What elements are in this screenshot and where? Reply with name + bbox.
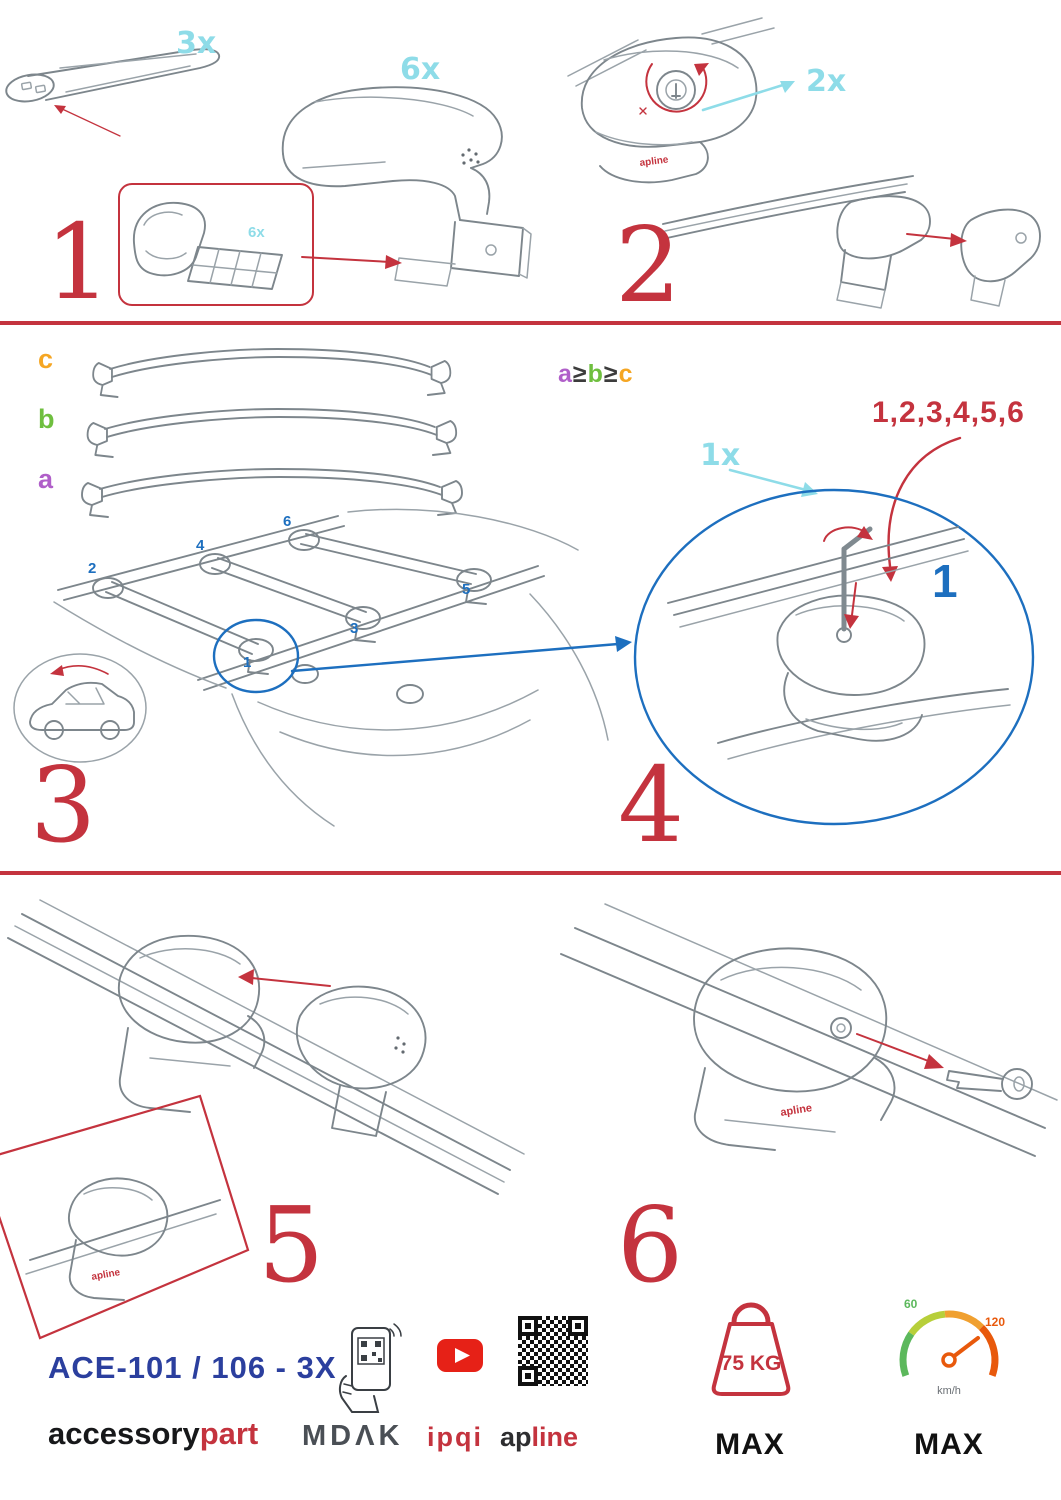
first-tighten-number: 1 <box>932 555 958 607</box>
position-number-5: 5 <box>462 581 471 598</box>
speed-high-label: 120 <box>985 1315 1005 1329</box>
rule-c: c <box>618 360 634 388</box>
position-number-4: 4 <box>196 537 205 554</box>
brand-mark-step6: apline <box>780 1102 813 1119</box>
brand-mark-step5: apline <box>91 1267 122 1283</box>
model-code: ACE-101 / 106 - 3X <box>48 1350 337 1385</box>
tightening-detail-illustration <box>633 488 1035 826</box>
lock-cylinder-icon <box>830 1017 852 1039</box>
section-divider-1 <box>0 321 1061 325</box>
mounted-bar-3 <box>288 529 492 605</box>
grip-texture <box>461 148 480 165</box>
rotation-arrow-icon <box>645 63 709 113</box>
step-3-number: 3 <box>30 744 97 866</box>
phone-qr-icon <box>338 1323 402 1413</box>
crossbar-b <box>86 408 458 458</box>
position-number-3: 3 <box>350 620 359 637</box>
rule-a: a <box>558 360 573 388</box>
roof-mounting-illustration <box>53 508 609 827</box>
grip-texture <box>394 1036 406 1054</box>
bar-label-c: c <box>38 344 54 374</box>
apline-logo-black: ap <box>500 1422 532 1452</box>
qty-label-tool: 1x <box>700 438 741 473</box>
highlight-circle-foot-1 <box>212 618 300 694</box>
foot-lock-illustration-step2: apline <box>567 17 775 184</box>
crossbars-stack-illustration <box>81 348 463 518</box>
qty-label-locks: 2x <box>806 64 847 99</box>
step-2-number: 2 <box>615 204 682 326</box>
mdak-logo: MDΛK <box>302 1420 404 1452</box>
cyan-arrow-tool <box>728 468 818 497</box>
car-inset-illustration <box>13 653 147 763</box>
rule-gte-1: ≥ <box>572 360 588 388</box>
pad-detail-inset: 6x <box>118 183 314 306</box>
qr-finder <box>518 1316 538 1336</box>
bar-label-b: b <box>38 404 55 434</box>
crossbar-a <box>81 468 463 518</box>
allen-key-icon <box>841 526 873 632</box>
brand-logo-black: accessory <box>48 1416 200 1451</box>
brand-logo: accessorypart <box>48 1418 258 1449</box>
position-number-2: 2 <box>88 560 97 577</box>
speed-unit-label: km/h <box>937 1385 961 1397</box>
keyhole-icon <box>671 83 681 99</box>
red-arrow-key <box>856 1033 944 1069</box>
speed-low-label: 60 <box>904 1297 918 1311</box>
qr-code <box>518 1316 588 1386</box>
mounted-foot-inset-step5: apline <box>0 1094 250 1340</box>
size-rule: a≥b≥c <box>558 362 634 387</box>
tightening-sequence: 1,2,3,4,5,6 <box>872 396 1025 429</box>
detail-circle <box>633 488 1035 826</box>
youtube-icon <box>437 1339 483 1372</box>
lock-key-illustration-step6: apline <box>560 903 1058 1157</box>
red-arrow-down <box>844 582 859 629</box>
brand-mark-step2: apline <box>639 154 669 168</box>
max-weight-label: MAX <box>715 1428 785 1461</box>
ipqi-logo: ipqi <box>427 1422 483 1452</box>
apline-logo: apline <box>500 1424 578 1451</box>
rule-b: b <box>587 360 604 388</box>
crossbar-c <box>92 348 452 398</box>
qr-finder <box>518 1366 538 1386</box>
mounted-bar-1 <box>92 577 274 675</box>
qr-finder <box>568 1316 588 1336</box>
bar-label-a: a <box>38 464 54 494</box>
blue-arrow-to-detail <box>290 636 632 673</box>
rotation-arrow-icon <box>823 526 873 542</box>
red-arrow-endcap <box>906 233 967 247</box>
foot-illustration-step1 <box>281 86 532 287</box>
max-speed-icon: 60 120 km/h <box>899 1297 1005 1397</box>
red-arrow-car-roof <box>50 665 109 676</box>
cyan-arrow-lock-qty <box>701 81 795 112</box>
red-arrow-slide-left <box>238 969 331 987</box>
qty-label-feet: 6x <box>400 52 441 87</box>
section-divider-2 <box>0 871 1061 875</box>
step-6-number: 6 <box>617 1184 684 1306</box>
step-1-number: 1 <box>45 201 112 323</box>
max-weight-value: 75 KG <box>721 1352 782 1375</box>
red-arrow <box>54 105 121 137</box>
step-4-number: 4 <box>618 744 685 866</box>
qty-label-bars: 3x <box>176 26 217 61</box>
pad-detail-illustration: 6x <box>133 201 283 290</box>
key-icon <box>946 1068 1033 1100</box>
mounted-bar-2 <box>199 553 381 643</box>
step-5-number: 5 <box>258 1184 325 1306</box>
position-number-1: 1 <box>243 654 252 671</box>
position-number-6: 6 <box>283 513 292 530</box>
max-speed-label: MAX <box>914 1428 984 1461</box>
rule-gte-2: ≥ <box>603 360 619 388</box>
brand-logo-red: part <box>199 1416 259 1451</box>
clamp-attach-illustration-step5 <box>7 899 525 1195</box>
red-arrow-inset-to-foot <box>301 255 402 269</box>
bar-endcap-illustration-step2 <box>662 175 1041 309</box>
crossbar-illustration <box>5 48 221 137</box>
max-weight-icon: 75 KG <box>711 1302 791 1396</box>
qty-label-pad: 6x <box>248 224 265 241</box>
apline-logo-red: line <box>531 1422 579 1452</box>
